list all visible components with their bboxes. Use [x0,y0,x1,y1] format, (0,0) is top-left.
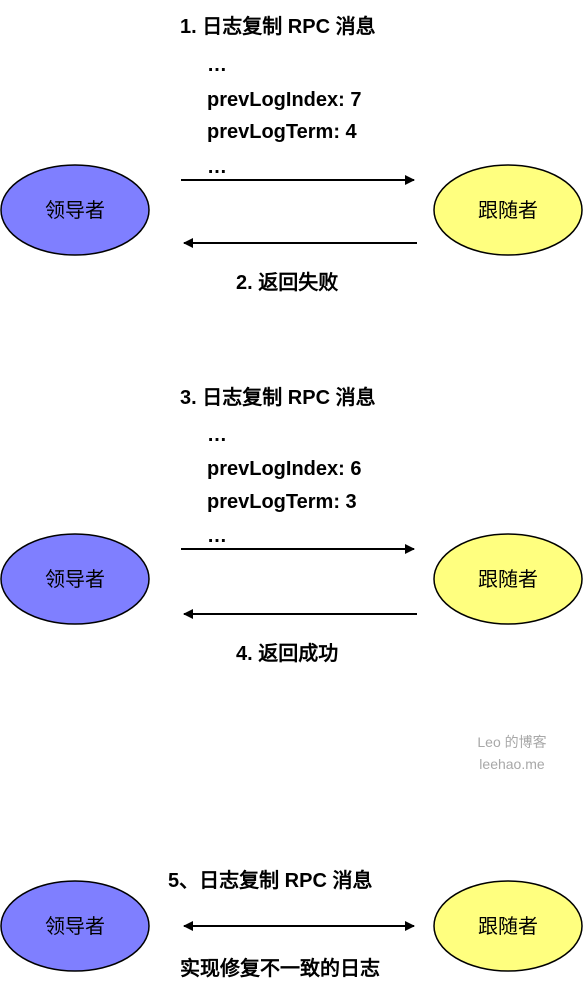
scene2-request-line: … [207,424,227,446]
scene3-request-title: 5、日志复制 RPC 消息 [168,870,373,892]
scene3-leader-label: 领导者 [45,915,105,938]
scene1-follower-node: 跟随者 [433,164,583,256]
scene3-leader-node: 领导者 [0,880,150,972]
scene2-response-label: 4. 返回成功 [236,643,339,665]
scene2-leader-node: 领导者 [0,533,150,625]
scene3-follower-label: 跟随者 [478,915,538,938]
scene2-leader-label: 领导者 [45,568,105,591]
scene1-request-line: … [207,156,227,178]
scene1-request-line: … [207,54,227,76]
scene1-leader-node: 领导者 [0,164,150,256]
scene1-response-label: 2. 返回失败 [236,272,339,294]
scene2-request-line: … [207,525,227,547]
scene2-follower-node: 跟随者 [433,533,583,625]
watermark: Leo 的博客 leehao.me [462,731,562,775]
scene2-request-title: 3. 日志复制 RPC 消息 [180,387,376,409]
scene1-request-title: 1. 日志复制 RPC 消息 [180,16,376,38]
scene1-request-line: prevLogTerm: 4 [207,121,357,143]
scene1-request-line: prevLogIndex: 7 [207,89,362,111]
scene2-follower-label: 跟随者 [478,568,538,591]
scene1-follower-label: 跟随者 [478,199,538,222]
watermark-line1: Leo 的博客 [477,734,547,750]
scene2-request-line: prevLogTerm: 3 [207,491,357,513]
scene3-result-label: 实现修复不一致的日志 [180,958,380,980]
watermark-line2: leehao.me [479,756,545,772]
scene2-request-line: prevLogIndex: 6 [207,458,362,480]
scene1-leader-label: 领导者 [45,199,105,222]
scene3-follower-node: 跟随者 [433,880,583,972]
